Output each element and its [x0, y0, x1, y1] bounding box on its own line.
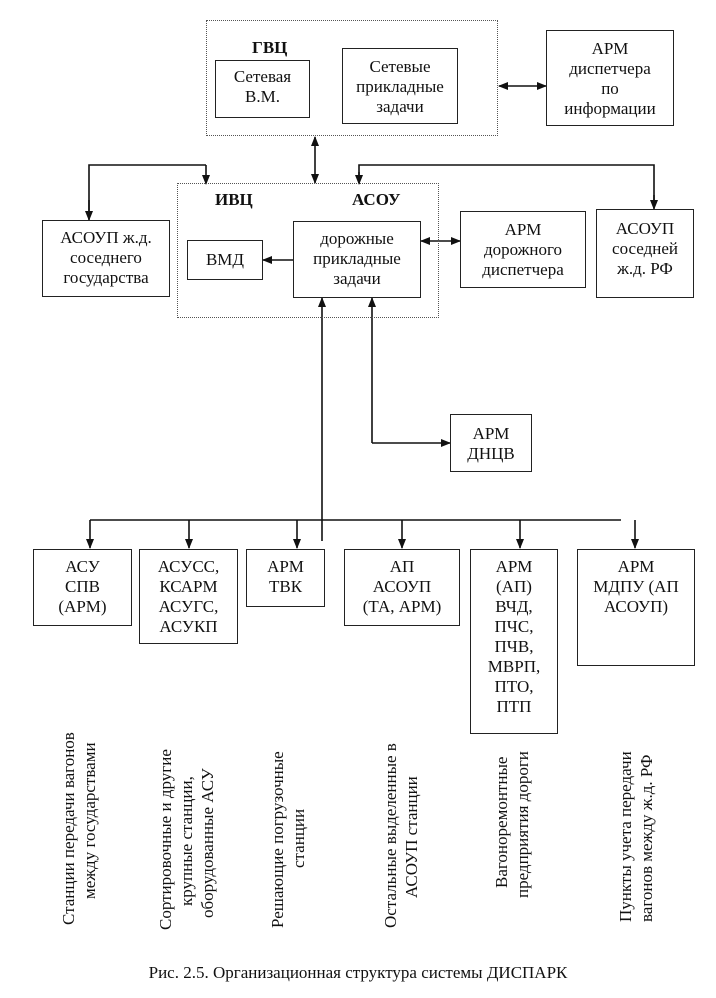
bottom-box-line: КСАРМ — [159, 577, 218, 596]
station-label-rf-points: Пункты учета передачи вагонов между ж.д.… — [615, 751, 657, 922]
bottom-box-arm-mdpu: АРМ МДПУ (АП АСОУП) — [577, 549, 695, 666]
bottom-box-arm-tvk: АРМ ТВК — [246, 549, 325, 607]
arm-dncv-box: АРМ ДНЦВ — [450, 414, 532, 472]
bottom-box-asu-spv: АСУ СПВ (АРМ) — [33, 549, 132, 626]
network-tasks-box: Сетевые прикладные задачи — [342, 48, 458, 124]
station-label-loading: Решающие погрузочные станции — [267, 751, 309, 928]
network-tasks-line: Сетевые — [369, 57, 431, 76]
arm-info-line: АРМ — [591, 39, 629, 58]
bottom-box-line: ПЧС, — [494, 617, 534, 636]
bottom-box-line: (ТА, АРМ) — [362, 597, 442, 616]
ivc-group — [177, 183, 439, 318]
station-label-line: станции — [289, 808, 308, 868]
vmd-box: ВМД — [187, 240, 263, 280]
bottom-box-line: СПВ — [65, 577, 100, 596]
station-label-line: вагонов между ж.д. РФ — [637, 754, 656, 922]
bottom-box-line: АСУКП — [159, 617, 218, 636]
arm-dncv-line: АРМ — [472, 424, 510, 443]
arm-info-line: по — [601, 79, 619, 98]
bottom-box-line: АСУСС, — [157, 557, 220, 576]
bottom-box-line: АСОУП) — [603, 597, 669, 616]
bottom-box-asuss: АСУСС, КСАРМ АСУГС, АСУКП — [139, 549, 238, 644]
station-label-line: Вагоноремонтные — [492, 756, 511, 888]
bottom-box-line: АРМ — [267, 557, 304, 576]
asoup-state-line: АСОУП ж.д. — [60, 228, 152, 247]
station-label-repair: Вагоноремонтные предприятия дороги — [491, 751, 533, 898]
bottom-box-line: ПЧВ, — [494, 637, 534, 656]
network-vm-box: Сетевая В.М. — [215, 60, 310, 118]
network-tasks-line: задачи — [376, 97, 424, 116]
bottom-box-line: АСУ — [65, 557, 100, 576]
gvc-title: ГВЦ — [252, 38, 288, 57]
bottom-box-line: ПТП — [496, 697, 532, 716]
station-label-line: оборудованные АСУ — [198, 768, 217, 918]
road-tasks-line: задачи — [333, 269, 381, 288]
arm-road-line: диспетчера — [482, 260, 564, 279]
station-label-sorting: Сортировочные и другие крупные станции, … — [155, 749, 218, 930]
station-label-line: Остальные выделенные в — [381, 743, 400, 928]
asoup-rf-line: соседней — [612, 239, 678, 258]
bottom-box-line: АП — [389, 557, 415, 576]
station-label-line: АСОУП станции — [402, 776, 421, 898]
bottom-box-line: АРМ — [495, 557, 533, 576]
road-tasks-line: дорожные — [320, 229, 394, 248]
station-label-line: Решающие погрузочные — [268, 751, 287, 928]
bottom-box-line: АСОУП — [372, 577, 432, 596]
station-label-line: между государствами — [80, 742, 99, 899]
bottom-box-line: ТВК — [268, 577, 303, 596]
station-label-line: крупные станции, — [177, 776, 196, 906]
asoup-state-line: соседнего — [70, 248, 142, 267]
station-label-other-asoup: Остальные выделенные в АСОУП станции — [380, 743, 422, 928]
bottom-box-line: ВЧД, — [495, 597, 533, 616]
ivc-title: ИВЦ — [215, 190, 253, 209]
asoup-state-line: государства — [63, 268, 149, 287]
bottom-box-line: АРМ — [617, 557, 655, 576]
bottom-box-ap-asoup: АП АСОУП (ТА, АРМ) — [344, 549, 460, 626]
bottom-box-line: (АРМ) — [58, 597, 107, 616]
asoup-rf-line: АСОУП — [615, 219, 675, 238]
network-vm-line: Сетевая — [233, 67, 292, 86]
station-label-line: Пункты учета передачи — [616, 751, 635, 922]
station-label-line: Станции передачи вагонов — [59, 732, 78, 925]
bottom-box-line: (АП) — [496, 577, 532, 596]
station-label-transfer-states: Станции передачи вагонов между государст… — [58, 732, 100, 925]
arm-info-dispatcher-box: АРМ диспетчера по информации — [546, 30, 674, 126]
arm-road-line: АРМ — [504, 220, 542, 239]
arm-road-dispatcher-box: АРМ дорожного диспетчера — [460, 211, 586, 288]
bottom-box-line: МВРП, — [487, 657, 541, 676]
arm-info-line: информации — [564, 99, 656, 118]
station-label-line: Сортировочные и другие — [156, 749, 175, 930]
arm-dncv-line: ДНЦВ — [467, 444, 515, 463]
bottom-box-line: МДПУ (АП — [593, 577, 679, 596]
network-vm-line: В.М. — [245, 87, 280, 106]
bottom-box-line: АСУГС, — [158, 597, 219, 616]
asoup-neighbor-rf-box: АСОУП соседней ж.д. РФ — [596, 209, 694, 298]
asou-title: АСОУ — [352, 190, 401, 209]
figure-caption: Рис. 2.5. Организационная структура сист… — [148, 963, 568, 982]
network-tasks-line: прикладные — [356, 77, 444, 96]
bottom-box-arm-vchd: АРМ (АП) ВЧД, ПЧС, ПЧВ, МВРП, ПТО, ПТП — [470, 549, 558, 734]
arm-info-line: диспетчера — [569, 59, 651, 78]
vmd-label: ВМД — [205, 250, 245, 269]
gvc-group — [206, 20, 498, 136]
station-label-line: предприятия дороги — [513, 751, 532, 898]
bottom-box-line: ПТО, — [494, 677, 534, 696]
asoup-neighbor-state-box: АСОУП ж.д. соседнего государства — [42, 220, 170, 297]
road-tasks-box: дорожные прикладные задачи — [293, 221, 421, 298]
asoup-rf-line: ж.д. РФ — [617, 259, 673, 278]
arm-road-line: дорожного — [483, 240, 563, 259]
road-tasks-line: прикладные — [313, 249, 401, 268]
